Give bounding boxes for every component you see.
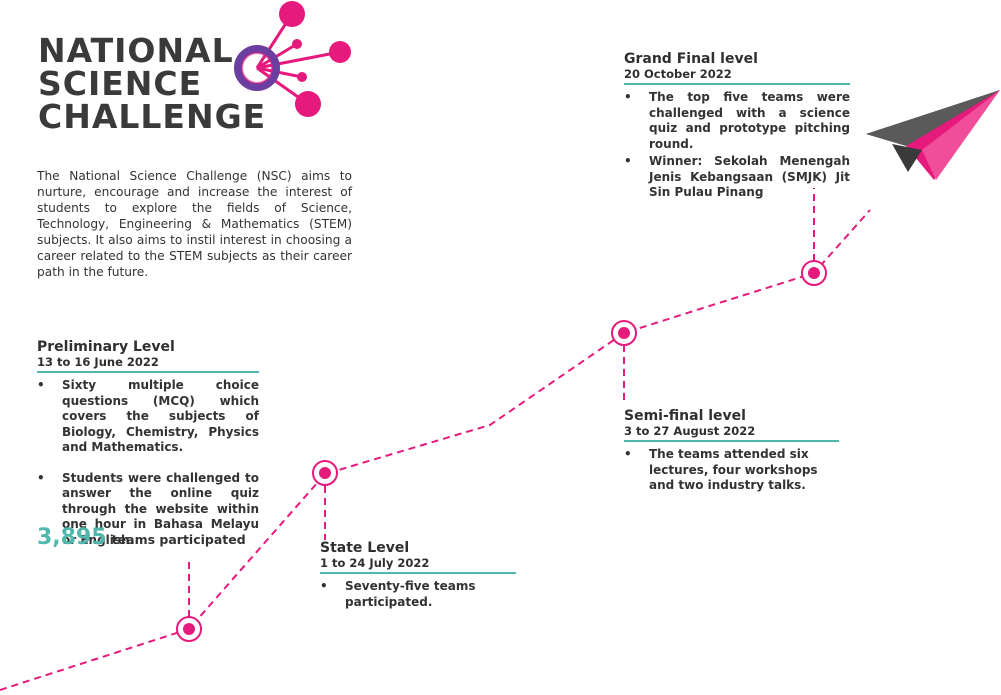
bullet-icon: • [37,470,45,485]
timeline-marker-state [312,460,338,486]
list-item: •Winner: Sekolah Menengah Jenis Kebangsa… [624,154,850,199]
bullet-list: •Sixty multiple choice questions (MCQ) w… [37,378,259,548]
bullet-icon: • [624,154,632,168]
stage-preliminary: Preliminary Level 13 to 16 June 2022 •Si… [37,339,259,548]
list-item: •The teams attended six lectures, four w… [624,447,818,492]
participation-stat: 3,895 teams participated [37,525,246,550]
stage-grand-final: Grand Final level 20 October 2022 •The t… [624,51,850,201]
stat-value: 3,895 [37,525,107,550]
intro-paragraph: The National Science Challenge (NSC) aim… [37,169,352,279]
stage-date: 3 to 27 August 2022 [624,424,839,442]
logo-line-3: CHALLENGE [38,97,267,136]
list-item: •Sixty multiple choice questions (MCQ) w… [37,378,259,454]
paper-plane-icon [866,90,1000,180]
logo-line-1: NATIONAL [38,31,234,70]
bullet-icon: • [37,378,45,392]
bullet-list: •The teams attended six lectures, four w… [624,447,839,494]
logo-wordmark: NATIONAL SCIENCE CHALLENGE [38,34,266,133]
bullet-list: •The top five teams were challenged with… [624,90,850,201]
list-item: •Seventy-five teams participated. [320,579,476,609]
timeline-marker-preliminary [176,616,202,642]
bullet-icon: • [320,579,328,593]
bullet-list: •Seventy-five teams participated. [320,579,516,610]
timeline-marker-grand [801,260,827,286]
molecule-icon [234,1,351,117]
stage-date: 1 to 24 July 2022 [320,556,516,574]
stage-date: 13 to 16 June 2022 [37,355,259,373]
stage-title: State Level [320,540,410,556]
bullet-icon: • [624,90,632,104]
list-item: •The top five teams were challenged with… [624,90,850,151]
stage-semi-final: Semi-final level 3 to 27 August 2022 •Th… [624,408,839,494]
stage-title: Grand Final level [624,51,758,67]
stage-date: 20 October 2022 [624,67,850,85]
list-item: •Students were challenged to answer the … [37,470,259,547]
bullet-icon: • [624,447,632,461]
timeline-marker-semi [611,320,637,346]
stat-label: teams participated [111,532,246,547]
stage-state: State Level 1 to 24 July 2022 •Seventy-f… [320,540,516,610]
logo-line-2: SCIENCE [38,64,203,103]
stage-title: Preliminary Level [37,339,175,355]
stage-title: Semi-final level [624,408,746,424]
